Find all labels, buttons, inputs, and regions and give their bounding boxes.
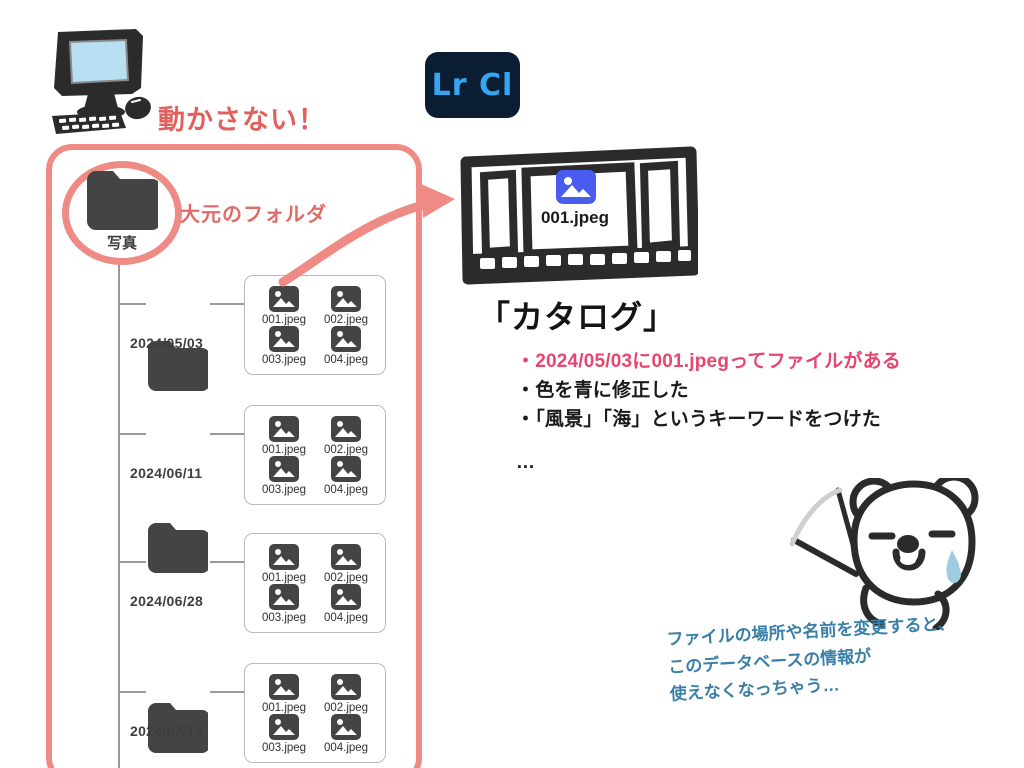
file-group-card: 001.jpeg 002.jpeg 003.jpeg 004.jpeg: [244, 663, 386, 763]
folder-date-label: 2024/06/28: [130, 593, 204, 609]
filmstrip-filename-label: 001.jpeg: [540, 208, 610, 227]
tree-link-line: [210, 433, 244, 435]
file-item[interactable]: 002.jpeg: [315, 416, 377, 456]
file-name-label: 002.jpeg: [323, 444, 369, 456]
lr-cl-badge-label: Lr Cl: [431, 67, 514, 103]
catalog-title: 「カタログ」: [478, 299, 677, 335]
file-name-label: 002.jpeg: [323, 314, 369, 326]
file-name-label: 004.jpeg: [323, 484, 369, 496]
image-file-icon: [269, 456, 299, 482]
folder-icon[interactable]: [84, 168, 158, 230]
catalog-ellipsis: …: [516, 452, 535, 473]
image-file-icon: [556, 170, 596, 204]
file-item[interactable]: 003.jpeg: [253, 326, 315, 366]
folder-structure-panel: [46, 144, 422, 768]
folder-date-label: 2024/07/13: [130, 723, 204, 739]
tree-branch-line: [119, 433, 146, 435]
catalog-bullet-3: ・「風景」「海」というキーワードをつけた: [516, 408, 882, 430]
folder-icon[interactable]: [146, 339, 208, 391]
image-file-icon: [331, 416, 361, 442]
file-name-label: 003.jpeg: [261, 612, 307, 624]
folder-date-label: 2024/05/03: [130, 335, 204, 351]
file-item[interactable]: 001.jpeg: [253, 674, 315, 714]
file-item[interactable]: 001.jpeg: [253, 286, 315, 326]
dont-move-label: 動かさない！: [158, 105, 326, 135]
file-name-label: 001.jpeg: [261, 314, 307, 326]
file-name-label: 004.jpeg: [323, 354, 369, 366]
tree-link-line: [210, 691, 244, 693]
file-name-label: 002.jpeg: [323, 572, 369, 584]
tree-link-line: [210, 561, 244, 563]
image-file-icon: [269, 286, 299, 312]
root-folder-label: 写真: [106, 235, 137, 252]
file-item[interactable]: 001.jpeg: [253, 416, 315, 456]
tree-trunk-line: [118, 265, 120, 768]
file-name-label: 003.jpeg: [261, 354, 307, 366]
image-file-icon: [331, 326, 361, 352]
file-group-card: 001.jpeg 002.jpeg 003.jpeg 004.jpeg: [244, 405, 386, 505]
crying-bear-icon: [788, 473, 1024, 632]
file-item[interactable]: 001.jpeg: [253, 544, 315, 584]
tree-link-line: [210, 303, 244, 305]
image-file-icon: [269, 674, 299, 700]
image-file-icon: [331, 674, 361, 700]
catalog-bullet-2: ・色を青に修正した: [516, 379, 689, 401]
file-name-label: 003.jpeg: [261, 484, 307, 496]
file-item[interactable]: 004.jpeg: [315, 584, 377, 624]
image-file-icon: [269, 326, 299, 352]
tree-branch-line: [119, 561, 146, 563]
curved-arrow-icon: [255, 178, 475, 288]
image-file-icon: [269, 714, 299, 740]
catalog-filmstrip-icon: [458, 146, 700, 286]
image-file-icon: [269, 584, 299, 610]
file-item[interactable]: 002.jpeg: [315, 544, 377, 584]
file-item[interactable]: 002.jpeg: [315, 286, 377, 326]
file-item[interactable]: 004.jpeg: [315, 714, 377, 754]
file-group-card: 001.jpeg 002.jpeg 003.jpeg 004.jpeg: [244, 533, 386, 633]
image-file-icon: [269, 544, 299, 570]
file-item[interactable]: 003.jpeg: [253, 584, 315, 624]
file-name-label: 001.jpeg: [261, 702, 307, 714]
desktop-computer-icon: [44, 24, 162, 136]
file-name-label: 001.jpeg: [261, 444, 307, 456]
folder-icon[interactable]: [146, 521, 208, 573]
image-file-icon: [331, 286, 361, 312]
folder-icon[interactable]: [146, 701, 208, 753]
file-name-label: 004.jpeg: [323, 742, 369, 754]
tree-branch-line: [119, 691, 146, 693]
image-file-icon: [269, 416, 299, 442]
file-item[interactable]: 004.jpeg: [315, 326, 377, 366]
tree-branch-line: [119, 303, 146, 305]
file-item[interactable]: 003.jpeg: [253, 714, 315, 754]
lightroom-classic-badge[interactable]: Lr Cl: [425, 52, 520, 118]
file-item[interactable]: 002.jpeg: [315, 674, 377, 714]
file-group-card: 001.jpeg 002.jpeg 003.jpeg 004.jpeg: [244, 275, 386, 375]
file-name-label: 003.jpeg: [261, 742, 307, 754]
file-item[interactable]: 004.jpeg: [315, 456, 377, 496]
image-file-icon: [331, 456, 361, 482]
catalog-bullet-1: ・2024/05/03に001.jpegってファイルがある: [516, 351, 901, 372]
folder-tree-rows: 2024/05/03 001.jpeg 002.jpeg 003.jpeg 004.jp…: [0, 62, 1024, 763]
file-name-label: 002.jpeg: [323, 702, 369, 714]
file-name-label: 004.jpeg: [323, 612, 369, 624]
file-item[interactable]: 003.jpeg: [253, 456, 315, 496]
file-name-label: 001.jpeg: [261, 572, 307, 584]
folder-date-label: 2024/06/11: [130, 465, 203, 481]
root-folder-highlight-circle: [62, 161, 182, 265]
catalog-bullet-list: ・2024/05/03に001.jpegってファイルがある・色を青に修正した・「…: [516, 348, 1024, 435]
image-file-icon: [331, 714, 361, 740]
image-file-icon: [331, 584, 361, 610]
warning-caption: ファイルの場所や名前を変更すると、 このデータベースの情報が 使えなくなっちゃう…: [666, 606, 1020, 708]
source-folder-note: 大元のフォルダ: [180, 204, 327, 226]
image-file-icon: [331, 544, 361, 570]
